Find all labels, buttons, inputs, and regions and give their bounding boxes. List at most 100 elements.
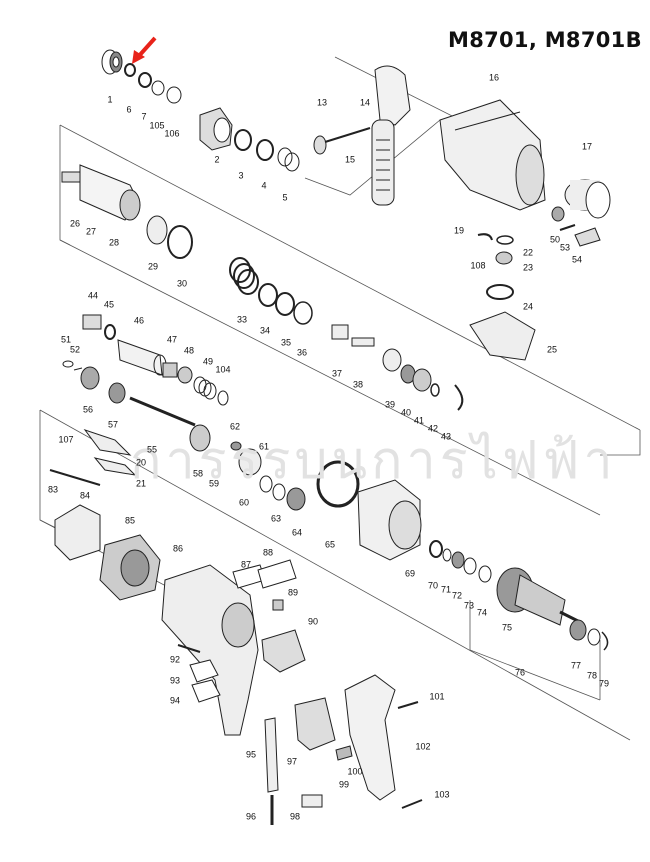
part-55-spindle [129,396,196,427]
part-92-screw [177,644,201,653]
part-37-striker [331,324,349,340]
part-71-ring [442,548,452,562]
part-83-screw [49,469,101,486]
part-label-100: 100 [347,766,363,777]
part-5-sleeve [277,147,300,172]
part-label-38: 38 [352,379,364,390]
part-label-35: 35 [280,337,292,348]
part-101-screw [397,701,419,709]
part-105-ring [151,80,165,96]
part-89-clip [272,599,284,611]
part-label-20: 20 [135,457,147,468]
part-98-clamp [301,794,323,808]
part-6-o-ring [124,63,136,77]
part-label-64: 64 [291,527,303,538]
part-label-49: 49 [202,356,214,367]
part-28-tool-holder [61,164,141,221]
part-38-impact-bolt [351,337,375,347]
part-3-ring [234,129,252,151]
part-56-gear [80,366,100,390]
part-13-bolt [313,127,371,155]
part-90-brush-holder [261,629,306,673]
part-17-cover [564,179,611,219]
part-label-71: 71 [440,584,452,595]
part-label-6: 6 [126,104,132,115]
part-60-washer [259,475,273,493]
part-label-73: 73 [463,600,475,611]
part-36-washer [293,301,313,325]
part-label-95: 95 [245,749,257,760]
part-label-60: 60 [238,497,250,508]
part-label-5: 5 [282,192,288,203]
part-label-63: 63 [270,513,282,524]
part-label-51: 51 [60,334,72,345]
part-41-gear [412,368,432,392]
part-42-o-ring [430,383,440,397]
part-103-screw [401,799,423,809]
part-24-spring-ring [486,284,514,300]
part-87-88-labels [232,559,297,589]
part-label-108: 108 [470,260,486,271]
part-label-39: 39 [384,399,396,410]
part-107-20-plate [83,429,137,476]
part-label-103: 103 [434,789,450,800]
part-label-15: 15 [344,154,356,165]
part-label-74: 74 [476,607,488,618]
part-23-knob [495,251,513,265]
part-label-58: 58 [192,468,204,479]
part-label-70: 70 [427,580,439,591]
part-label-97: 97 [286,756,298,767]
part-label-30: 30 [176,278,188,289]
part-49-spring [193,376,217,400]
part-label-7: 7 [141,111,147,122]
part-102-handle-cover [344,674,396,801]
part-33-spring [229,257,259,295]
part-label-17: 17 [581,141,593,152]
part-104-ring [217,390,229,406]
part-label-69: 69 [404,568,416,579]
part-48-collar [177,366,193,384]
model-title: M8701, M8701B [448,28,642,52]
part-label-37: 37 [331,368,343,379]
part-label-76: 76 [514,667,526,678]
part-label-21: 21 [135,478,147,489]
part-label-25: 25 [546,344,558,355]
part-label-83: 83 [47,484,59,495]
part-label-1: 1 [107,94,113,105]
part-29-ring [146,215,168,245]
part-78-ring [587,628,601,646]
part-label-54: 54 [571,254,583,265]
part-label-34: 34 [259,325,271,336]
part-label-107: 107 [58,434,74,445]
part-label-16: 16 [488,72,500,83]
part-69-inner-housing [357,479,422,561]
part-label-85: 85 [124,515,136,526]
part-label-33: 33 [236,314,248,325]
part-64-bearing [286,487,306,511]
part-label-90: 90 [307,616,319,627]
part-label-29: 29 [147,261,159,272]
part-54-latch [574,227,601,247]
part-65-o-ring [316,460,360,508]
part-label-94: 94 [169,695,181,706]
part-76-armature [496,567,581,626]
part-35-washer [275,292,295,316]
part-label-93: 93 [169,675,181,686]
part-73-washer [463,557,477,575]
part-label-99: 99 [338,779,350,790]
part-label-98: 98 [289,811,301,822]
part-label-102: 102 [415,741,431,752]
part-70-ring [429,540,443,558]
part-label-92: 92 [169,654,181,665]
part-label-45: 45 [103,299,115,310]
part-label-56: 56 [82,404,94,415]
part-25-change-lever [469,311,536,361]
part-label-19: 19 [453,225,465,236]
part-label-87: 87 [240,559,252,570]
part-label-53: 53 [559,242,571,253]
part-label-77: 77 [570,660,582,671]
part-43-retaining-ring [454,384,464,411]
part-53-spring [559,224,576,231]
part-label-24: 24 [522,301,534,312]
